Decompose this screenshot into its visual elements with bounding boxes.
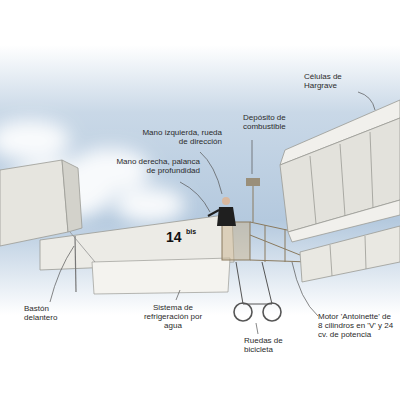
registration-suffix: bis	[186, 228, 196, 236]
part-label: Mano izquierda, rueda de dirección	[142, 128, 222, 146]
pilot	[208, 197, 236, 226]
part-label: Mano derecha, palanca de profundidad	[106, 157, 200, 175]
part-label: Depósito de combustible	[243, 113, 299, 131]
fuel-tank	[246, 178, 260, 186]
main-wings	[280, 100, 400, 282]
lower-panel	[92, 258, 230, 294]
leader-lines	[50, 92, 375, 334]
registration-number: 14	[166, 229, 182, 245]
part-label: Bastón delantero	[24, 304, 68, 322]
part-label: Ruedas de bicicleta	[244, 336, 294, 354]
sky	[0, 45, 400, 315]
canard-side	[62, 160, 82, 232]
canard-box	[0, 160, 68, 246]
front-stick	[75, 236, 76, 292]
part-label: Motor 'Antoinette' de 8 cilindros en 'V'…	[318, 312, 396, 340]
part-label: Células de Hargrave	[304, 72, 358, 90]
part-label: Sistema de refrigeración por agua	[143, 303, 203, 331]
landing-gear	[234, 262, 281, 321]
